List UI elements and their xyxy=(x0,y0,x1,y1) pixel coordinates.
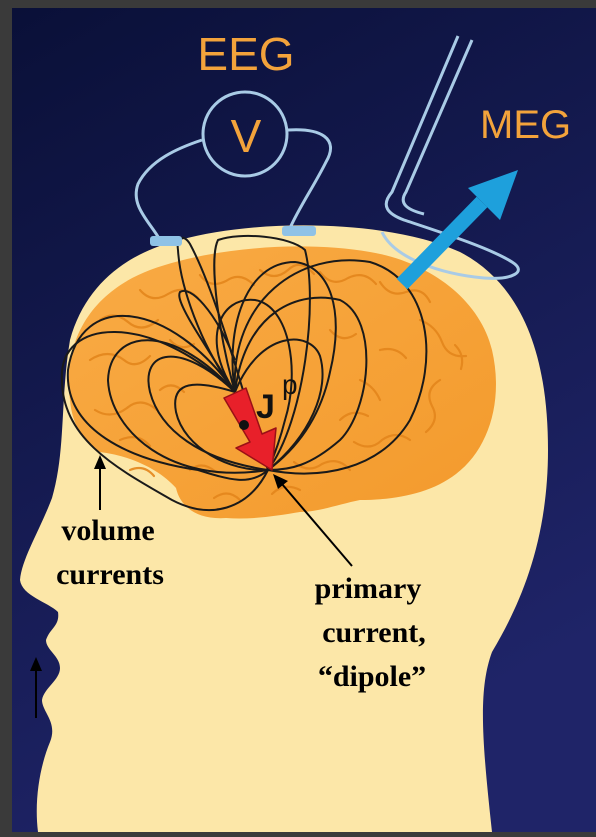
volume-currents-label-2: currents xyxy=(56,558,164,591)
electrode-right xyxy=(282,226,316,236)
jp-superscript: p xyxy=(282,369,298,400)
jp-label: J xyxy=(256,388,275,426)
primary-current-label-2: current, xyxy=(322,616,426,649)
primary-current-label-3: “dipole” xyxy=(318,660,426,693)
volume-currents-label-1: volume xyxy=(61,514,154,547)
primary-current-label-1: primary xyxy=(315,572,422,605)
dipole-dot xyxy=(239,420,249,430)
meg-label: MEG xyxy=(480,103,571,147)
eeg-label: EEG xyxy=(197,28,294,80)
voltmeter-label: V xyxy=(231,110,262,162)
electrode-left xyxy=(150,236,182,246)
